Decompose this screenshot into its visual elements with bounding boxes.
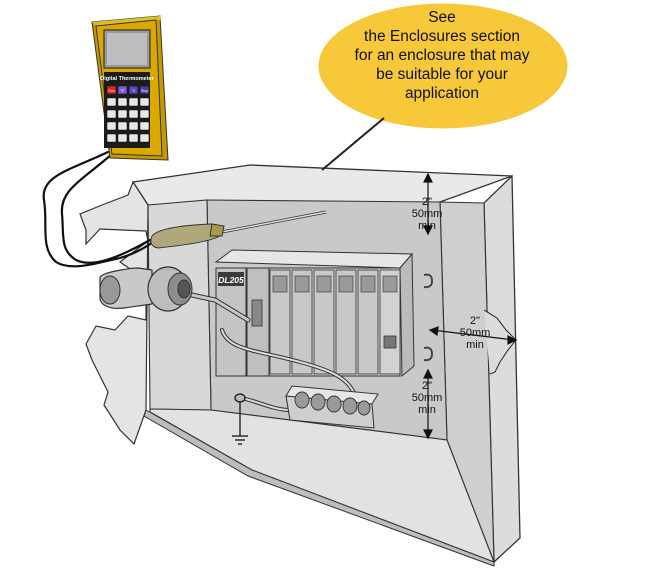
ground-symbol-icon: [232, 393, 248, 445]
callout-line: be suitable for your: [376, 66, 508, 83]
callout-line: the Enclosures section: [364, 28, 520, 45]
thermometer-key: [128, 97, 139, 107]
thermometer-key: [117, 85, 128, 95]
thermometer-title: Digital Thermometer: [100, 76, 154, 82]
callout-line: See: [428, 9, 456, 26]
thermometer-key: [106, 121, 117, 131]
top-clearance-inches: 2": [421, 196, 433, 208]
digital-thermometer: Digital Thermometer Run °F °C Stop: [91, 15, 169, 161]
plc-rack: DL205: [214, 249, 415, 378]
thermometer-key: [128, 121, 139, 131]
conduit-fitting: [99, 266, 193, 312]
thermometer-key: [139, 97, 150, 107]
thermometer-key: [106, 85, 117, 95]
thermocouple-probe: [150, 210, 327, 249]
thermometer-key: [128, 133, 139, 143]
thermometer-key: [106, 97, 117, 107]
thermometer-key-label: °F: [121, 89, 125, 93]
top-clearance-min: min: [418, 220, 436, 232]
thermometer-key: [117, 121, 128, 131]
bottom-clearance-mm: 50mm: [411, 392, 443, 404]
thermometer-key: [139, 85, 150, 95]
thermometer-key: [117, 109, 128, 119]
plc-brand-label: DL205: [218, 275, 244, 285]
top-clearance-label: 2" 50mm min: [392, 196, 462, 232]
thermometer-key: [128, 85, 139, 95]
thermometer-key-label: Run: [108, 89, 115, 93]
clearance-arrows: [423, 172, 518, 440]
right-clearance-inches: 2": [469, 315, 481, 327]
thermometer-key-label: Stop: [141, 89, 148, 93]
thermometer-key: [106, 133, 117, 143]
callout-bubble: [318, 3, 568, 171]
callout-line: application: [404, 85, 480, 102]
thermometer-key: [128, 109, 139, 119]
right-clearance-min: min: [466, 339, 484, 351]
thermometer-key: [139, 121, 150, 131]
terminal-strip: [285, 385, 379, 429]
right-clearance-mm: 50mm: [459, 327, 491, 339]
top-clearance-mm: 50mm: [411, 208, 443, 220]
callout-line: for an enclosure that may: [354, 47, 530, 64]
bottom-clearance-label: 2" 50mm min: [392, 380, 462, 416]
thermometer-key: [117, 97, 128, 107]
thermometer-key: [106, 109, 117, 119]
thermometer-key: [139, 133, 150, 143]
bottom-clearance-inches: 2": [421, 380, 433, 392]
thermometer-key-label: °C: [131, 89, 135, 93]
thermometer-key: [139, 109, 150, 119]
thermometer-keypad: Run °F °C Stop: [106, 85, 150, 143]
right-clearance-label: 2" 50mm min: [440, 315, 510, 351]
bottom-clearance-min: min: [418, 404, 436, 416]
callout-text: See the Enclosures section for an enclos…: [326, 8, 558, 103]
thermometer-key: [117, 133, 128, 143]
